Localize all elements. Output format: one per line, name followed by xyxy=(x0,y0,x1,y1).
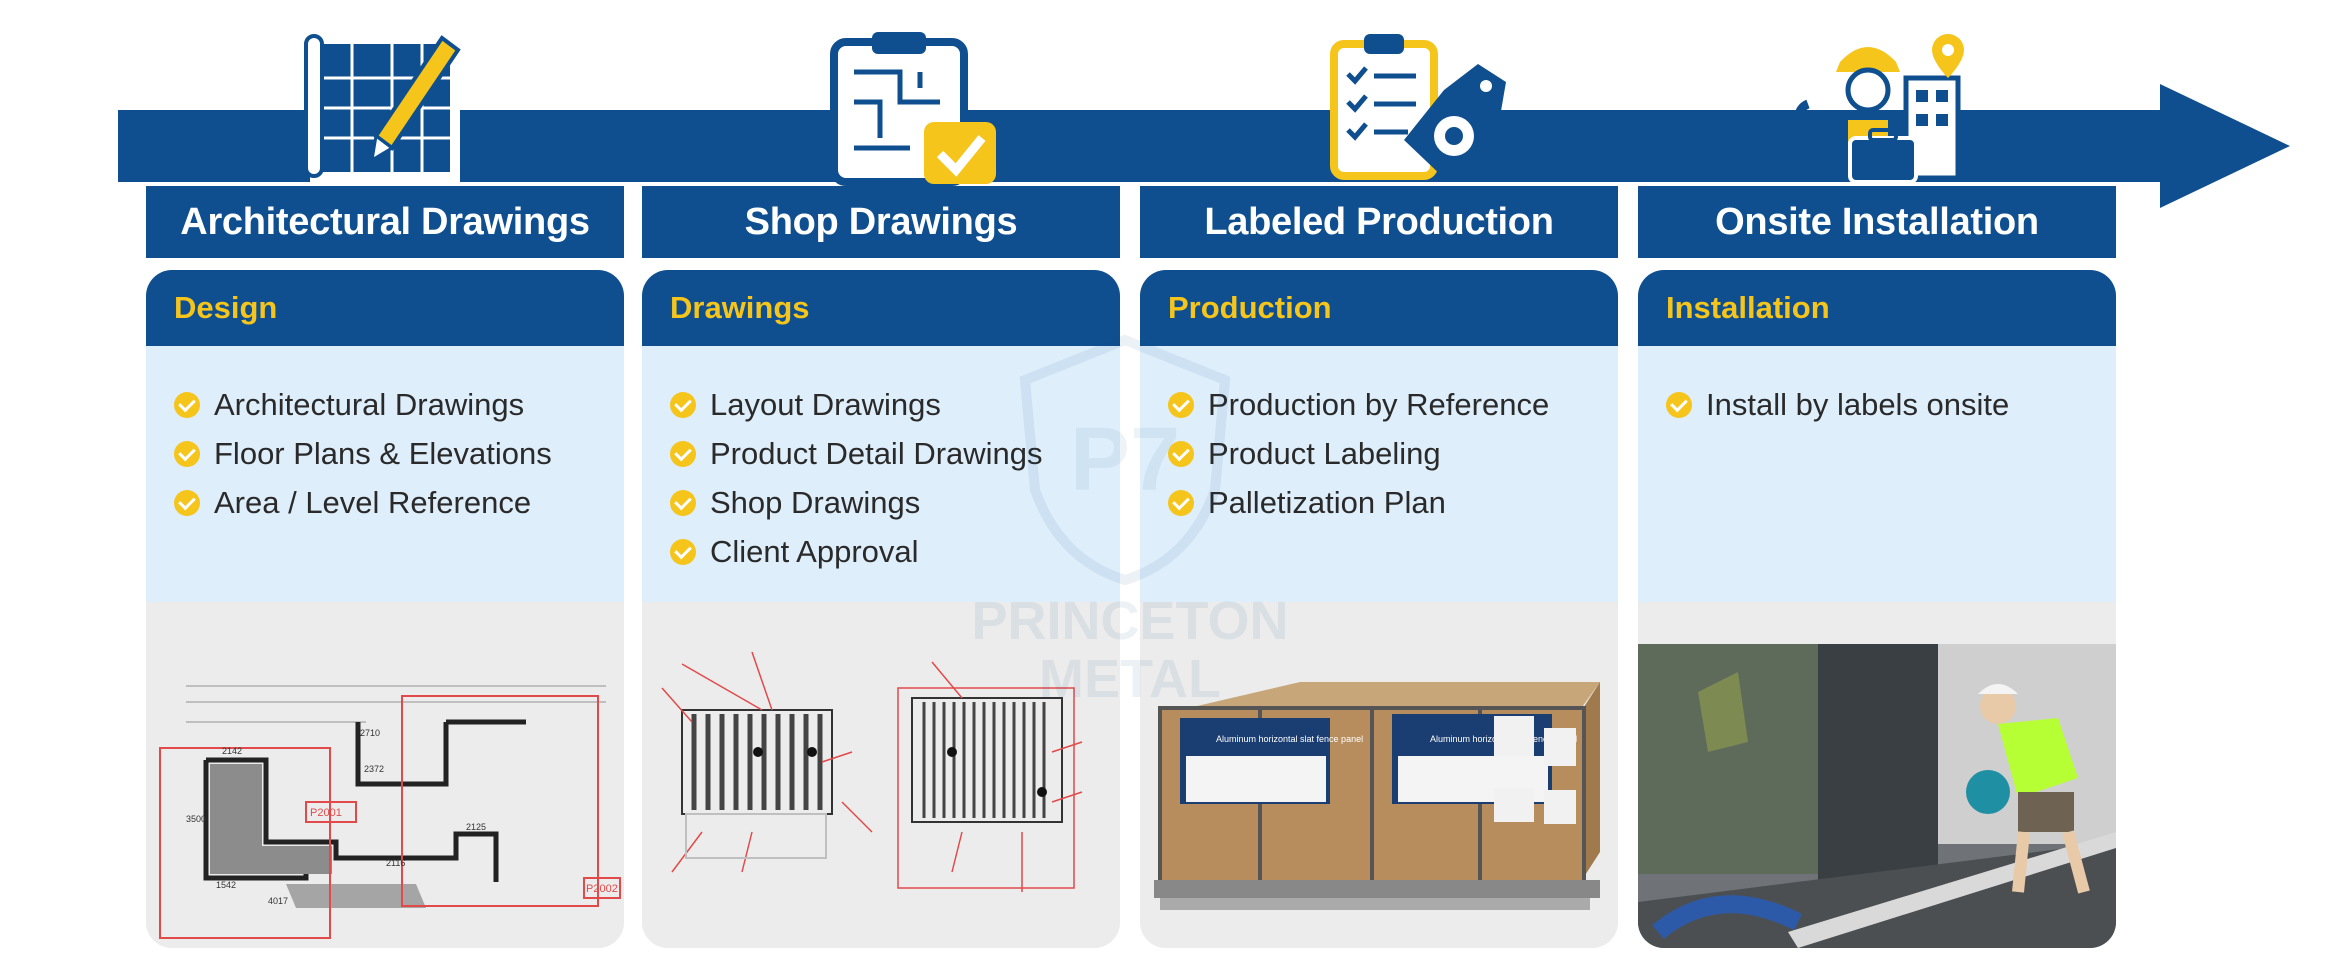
step-title-onsite-installation: Onsite Installation xyxy=(1638,186,2116,258)
svg-text:2116: 2116 xyxy=(386,858,405,868)
check-icon xyxy=(1168,391,1194,418)
card-category: Installation xyxy=(1638,270,2116,346)
card-category: Production xyxy=(1140,270,1618,346)
list-item: Install by labels onsite xyxy=(1666,380,2116,429)
list-item: Architectural Drawings xyxy=(174,380,624,429)
card-item-list: Architectural Drawings Floor Plans & Ele… xyxy=(146,346,624,602)
step-title-architectural: Architectural Drawings xyxy=(146,186,624,258)
pallet-photo: Aluminum horizontal slat fence panel Alu… xyxy=(1140,602,1618,948)
check-icon xyxy=(174,391,200,418)
card-category: Drawings xyxy=(642,270,1120,346)
svg-text:Aluminum horizontal slat fence: Aluminum horizontal slat fence panel xyxy=(1216,734,1363,744)
svg-text:4017: 4017 xyxy=(268,896,288,906)
step-card-installation: Installation Install by labels onsite xyxy=(1638,270,2116,948)
svg-text:2710: 2710 xyxy=(360,728,380,738)
blueprint-pencil-icon xyxy=(304,34,461,184)
card-item-list: Install by labels onsite xyxy=(1638,346,2116,602)
step-title-labeled-production: Labeled Production xyxy=(1140,186,1618,258)
floor-plan-image: P2001 P2002 2142 2710 2372 3500 1542 401… xyxy=(146,602,624,948)
card-item-list: Production by Reference Product Labeling… xyxy=(1140,346,1618,602)
svg-text:P2001: P2001 xyxy=(310,807,342,819)
svg-text:2125: 2125 xyxy=(466,822,486,832)
clipboard-check-icon xyxy=(830,32,996,186)
list-item: Product Detail Drawings xyxy=(670,429,1120,478)
card-category: Design xyxy=(146,270,624,346)
check-icon xyxy=(670,538,696,565)
list-item: Product Labeling xyxy=(1168,429,1618,478)
check-icon xyxy=(670,440,696,467)
list-item: Area / Level Reference xyxy=(174,478,624,527)
step-title-shop-drawings: Shop Drawings xyxy=(642,186,1120,258)
svg-text:1542: 1542 xyxy=(216,880,236,890)
list-item: Palletization Plan xyxy=(1168,478,1618,527)
svg-text:P2002: P2002 xyxy=(586,883,618,895)
check-icon xyxy=(1168,440,1194,467)
svg-text:2142: 2142 xyxy=(222,746,242,756)
card-item-list: Layout Drawings Product Detail Drawings … xyxy=(642,346,1120,602)
list-item: Floor Plans & Elevations xyxy=(174,429,624,478)
step-card-design: Design Architectural Drawings Floor Plan… xyxy=(146,270,624,948)
check-icon xyxy=(670,489,696,516)
svg-text:2372: 2372 xyxy=(364,764,384,774)
step-card-drawings: Drawings Layout Drawings Product Detail … xyxy=(642,270,1120,948)
checklist-gear-tag-icon xyxy=(1330,34,1506,180)
check-icon xyxy=(670,391,696,418)
installer-toolbox-icon xyxy=(1782,34,1964,184)
list-item: Production by Reference xyxy=(1168,380,1618,429)
list-item: Layout Drawings xyxy=(670,380,1120,429)
list-item: Shop Drawings xyxy=(670,478,1120,527)
check-icon xyxy=(1168,489,1194,516)
check-icon xyxy=(1666,391,1692,418)
svg-text:3500: 3500 xyxy=(186,814,206,824)
step-card-production: Production Production by Reference Produ… xyxy=(1140,270,1618,948)
check-icon xyxy=(174,489,200,516)
check-icon xyxy=(174,440,200,467)
list-item: Client Approval xyxy=(670,527,1120,576)
shop-drawing-image xyxy=(642,602,1120,948)
installation-photo xyxy=(1638,602,2116,948)
